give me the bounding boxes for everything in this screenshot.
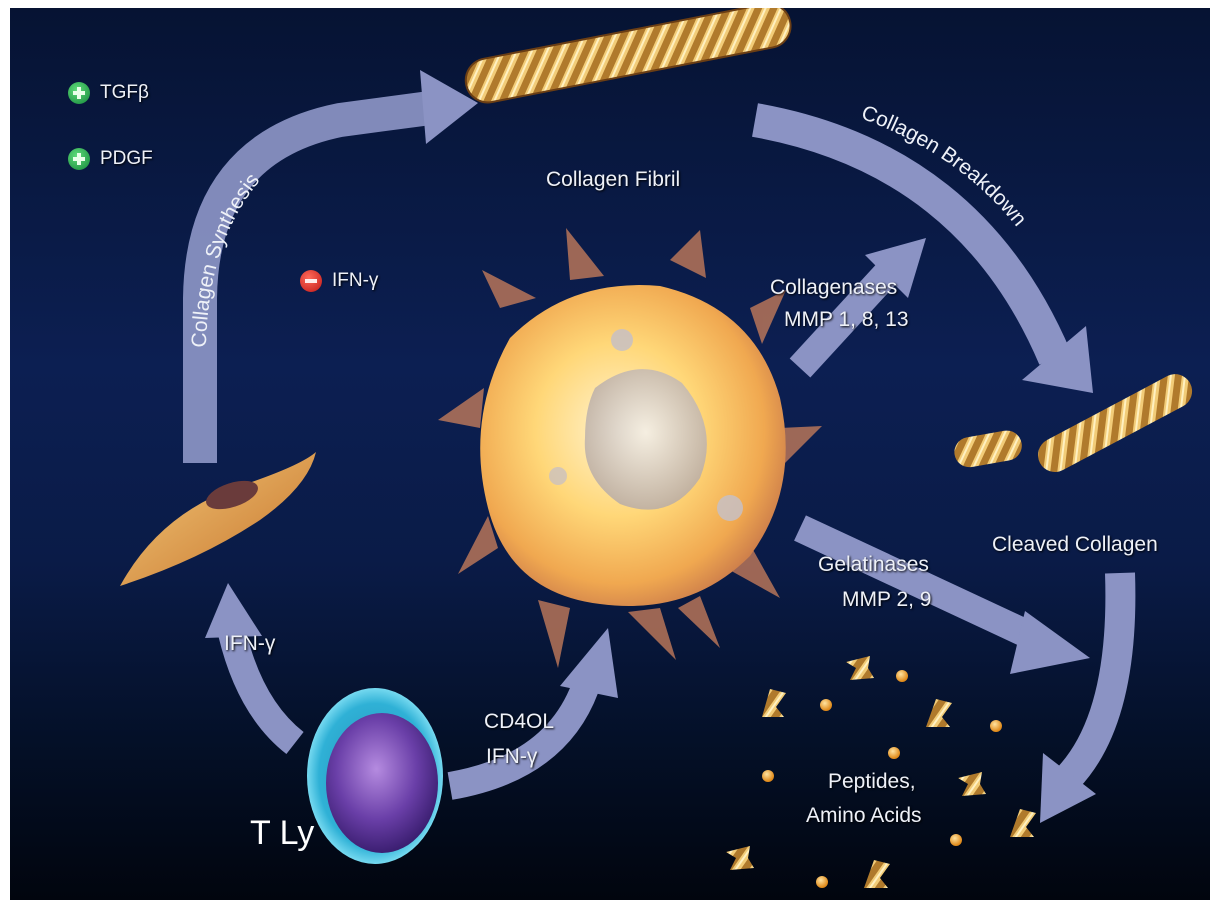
ifn-gamma-fibroblast-label: IFN-γ — [224, 630, 275, 658]
cleaved-collagen-small — [952, 428, 1024, 469]
peptide-fragment — [926, 699, 952, 727]
peptide-fragment — [726, 846, 754, 870]
collagenases-mmp-label: MMP 1, 8, 13 — [784, 306, 909, 334]
ifn-gamma-macrophage-label: IFN-γ — [486, 743, 537, 771]
diagram-graphics: Collagen Synthesis Collagen Breakdown — [10, 8, 1210, 900]
collagen-fibril-label: Collagen Fibril — [546, 166, 680, 194]
collagenases-label: Collagenases — [770, 274, 897, 302]
collagen-fibril — [462, 8, 794, 106]
diagram-canvas: Collagen Synthesis Collagen Breakdown TG… — [10, 8, 1210, 900]
peptides-label: Peptides, — [828, 768, 916, 796]
cd40l-label: CD4OL — [484, 708, 554, 736]
cleaved-collagen-label: Cleaved Collagen — [992, 531, 1158, 559]
plus-sign-icon — [68, 82, 90, 104]
peptide-fragment — [762, 689, 786, 717]
ifn-gamma-inhibitor-label: IFN-γ — [332, 270, 378, 292]
t-lymphocyte — [307, 688, 443, 864]
tcell-to-macrophage-arrow — [450, 688, 585, 786]
cleavage-arrow — [1068, 573, 1120, 778]
fibroblast-cell — [120, 452, 316, 586]
peptide-fragment — [1010, 809, 1036, 837]
t-cell-label: T Ly — [250, 814, 314, 853]
peptide-fragment — [958, 772, 986, 796]
peptide-fragment — [846, 656, 874, 680]
gelatinases-label: Gelatinases — [818, 551, 929, 579]
peptide-fragment — [864, 860, 890, 888]
pdgf-label: PDGF — [100, 148, 153, 170]
amino-acids-label: Amino Acids — [806, 802, 922, 830]
tcell-to-macrophage-arrowhead — [560, 628, 618, 698]
gelatinases-mmp-label: MMP 2, 9 — [842, 586, 931, 614]
tgf-beta-label: TGFβ — [100, 82, 149, 104]
minus-sign-icon — [300, 270, 322, 292]
plus-sign-icon — [68, 148, 90, 170]
macrophage-cell — [438, 228, 822, 668]
